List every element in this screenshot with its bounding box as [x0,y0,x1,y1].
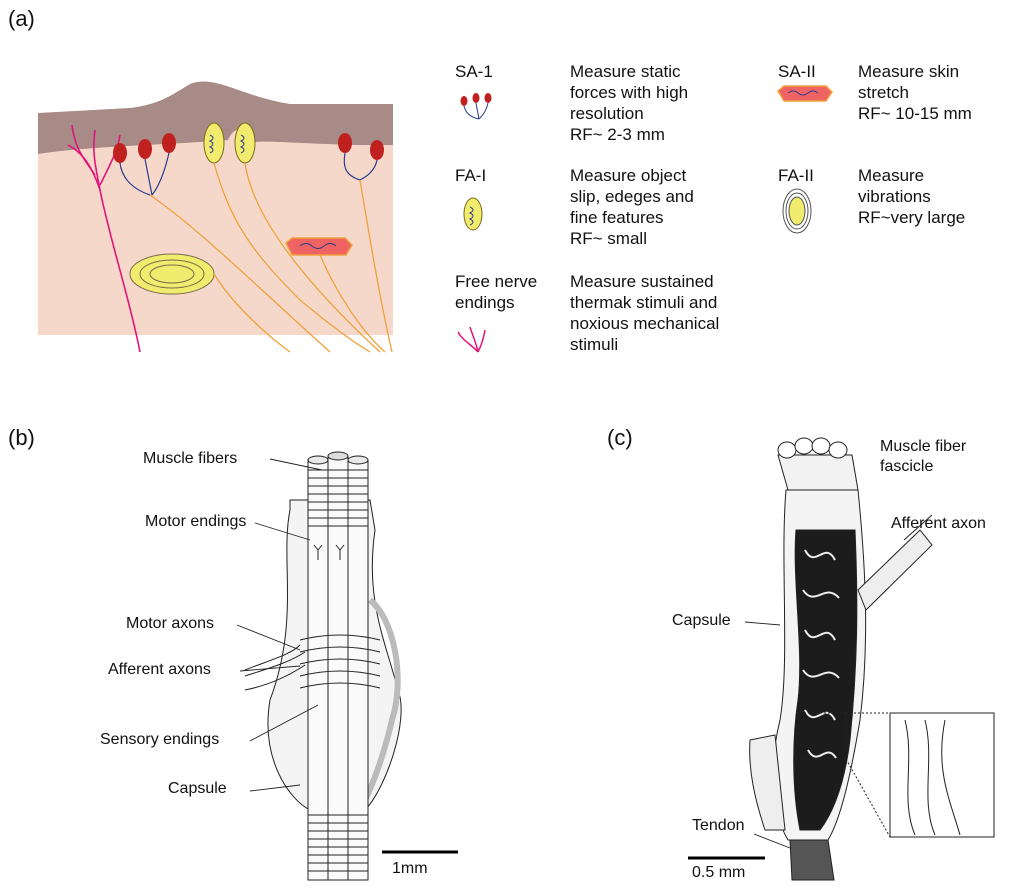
scale-label-b: 1mm [392,860,428,878]
pacinian-receptor-icon [130,254,214,294]
legend-fa1-icon [464,198,482,230]
callout-sensory-endings: Sensory endings [100,731,219,749]
callout-muscle-fiber-fascicle: Muscle fiber fascicle [880,437,966,477]
callout-muscle-fibers: Muscle fibers [143,450,237,468]
legend-sa1-description: Measure static forces with high resoluti… [570,61,688,145]
legend-fa2-description: Measure vibrations RF~very large [858,165,965,228]
callout-motor-endings: Motor endings [145,513,246,531]
legend-sa1-name: SA-1 [455,61,493,82]
callout-motor-axons: Motor axons [126,615,214,633]
legend-fa2-name: FA-II [778,165,814,186]
legend-fa1-name: FA-I [455,165,486,186]
scale-label-c: 0.5 mm [692,864,745,882]
callout-afferent-axons: Afferent axons [108,661,211,679]
callout-afferent-axon: Afferent axon [891,515,986,533]
legend-sa2-description: Measure skin stretch RF~ 10-15 mm [858,61,972,124]
legend-sa2-name: SA-II [778,61,816,82]
legend-fa1-description: Measure object slip, edeges and fine fea… [570,165,694,249]
legend-free-nerve-icon [458,327,485,352]
callout-tendon: Tendon [692,817,745,835]
legend-free-nerve-name: Free nerve endings [455,271,537,313]
legend-fa2-icon [783,189,811,233]
ruffini-receptor-icon [286,238,352,255]
callout-capsule-c: Capsule [672,612,731,630]
legend-sa2-icon [778,86,832,101]
golgi-tendon-illustration [750,438,994,880]
legend-sa1-icon [461,93,492,119]
muscle-spindle-illustration [245,452,401,880]
callout-capsule-b: Capsule [168,780,227,798]
legend-free-nerve-description: Measure sustained thermak stimuli and no… [570,271,719,355]
